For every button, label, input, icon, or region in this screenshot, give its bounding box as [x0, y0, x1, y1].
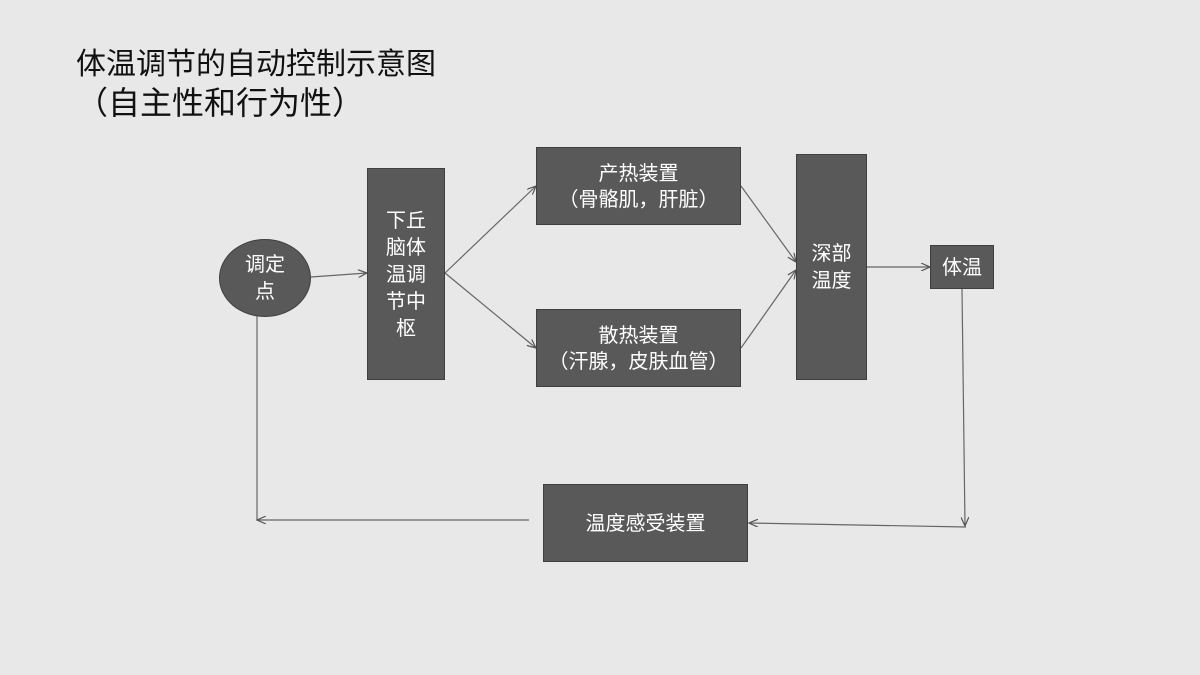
arrow-setpoint-to-center: [310, 273, 367, 277]
title-line1: 体温调节的自动控制示意图: [76, 47, 436, 82]
hypothalamus-label: 下丘脑体温调节中枢: [386, 207, 426, 340]
title-line2: （自主性和行为性）: [76, 84, 365, 122]
arrow-center-to-production: [444, 186, 536, 274]
body-temperature-label: 体温: [942, 255, 982, 279]
arrow-production-to-core: [740, 185, 796, 262]
heat-production-title: 产热装置: [598, 161, 679, 185]
core-temperature-label: 深部温度: [811, 241, 852, 292]
temperature-sensor-box: 温度感受装置: [543, 484, 748, 562]
diagram-title: 体温调节的自动控制示意图 （自主性和行为性）: [76, 46, 436, 122]
arrow-center-to-dissipation: [444, 272, 536, 348]
heat-production-detail: （骨骼肌，肝脏）: [558, 187, 719, 211]
setpoint-node: 调定点: [219, 239, 311, 317]
body-temperature-box: 体温: [930, 245, 994, 289]
hypothalamus-center-box: 下丘脑体温调节中枢: [367, 168, 445, 380]
core-temperature-box: 深部温度: [796, 154, 867, 380]
arrow-dissipation-to-core: [740, 270, 796, 349]
arrow-bodytemp-down: [962, 288, 965, 526]
temperature-sensor-label: 温度感受装置: [585, 511, 706, 535]
setpoint-label: 调定点: [245, 252, 285, 303]
heat-dissipation-box: 散热装置 （汗腺，皮肤血管）: [536, 309, 741, 387]
arrow-to-sensor: [749, 523, 967, 528]
heat-dissipation-detail: （汗腺，皮肤血管）: [548, 349, 729, 373]
heat-production-box: 产热装置 （骨骼肌，肝脏）: [536, 147, 741, 225]
heat-dissipation-title: 散热装置: [598, 323, 679, 347]
